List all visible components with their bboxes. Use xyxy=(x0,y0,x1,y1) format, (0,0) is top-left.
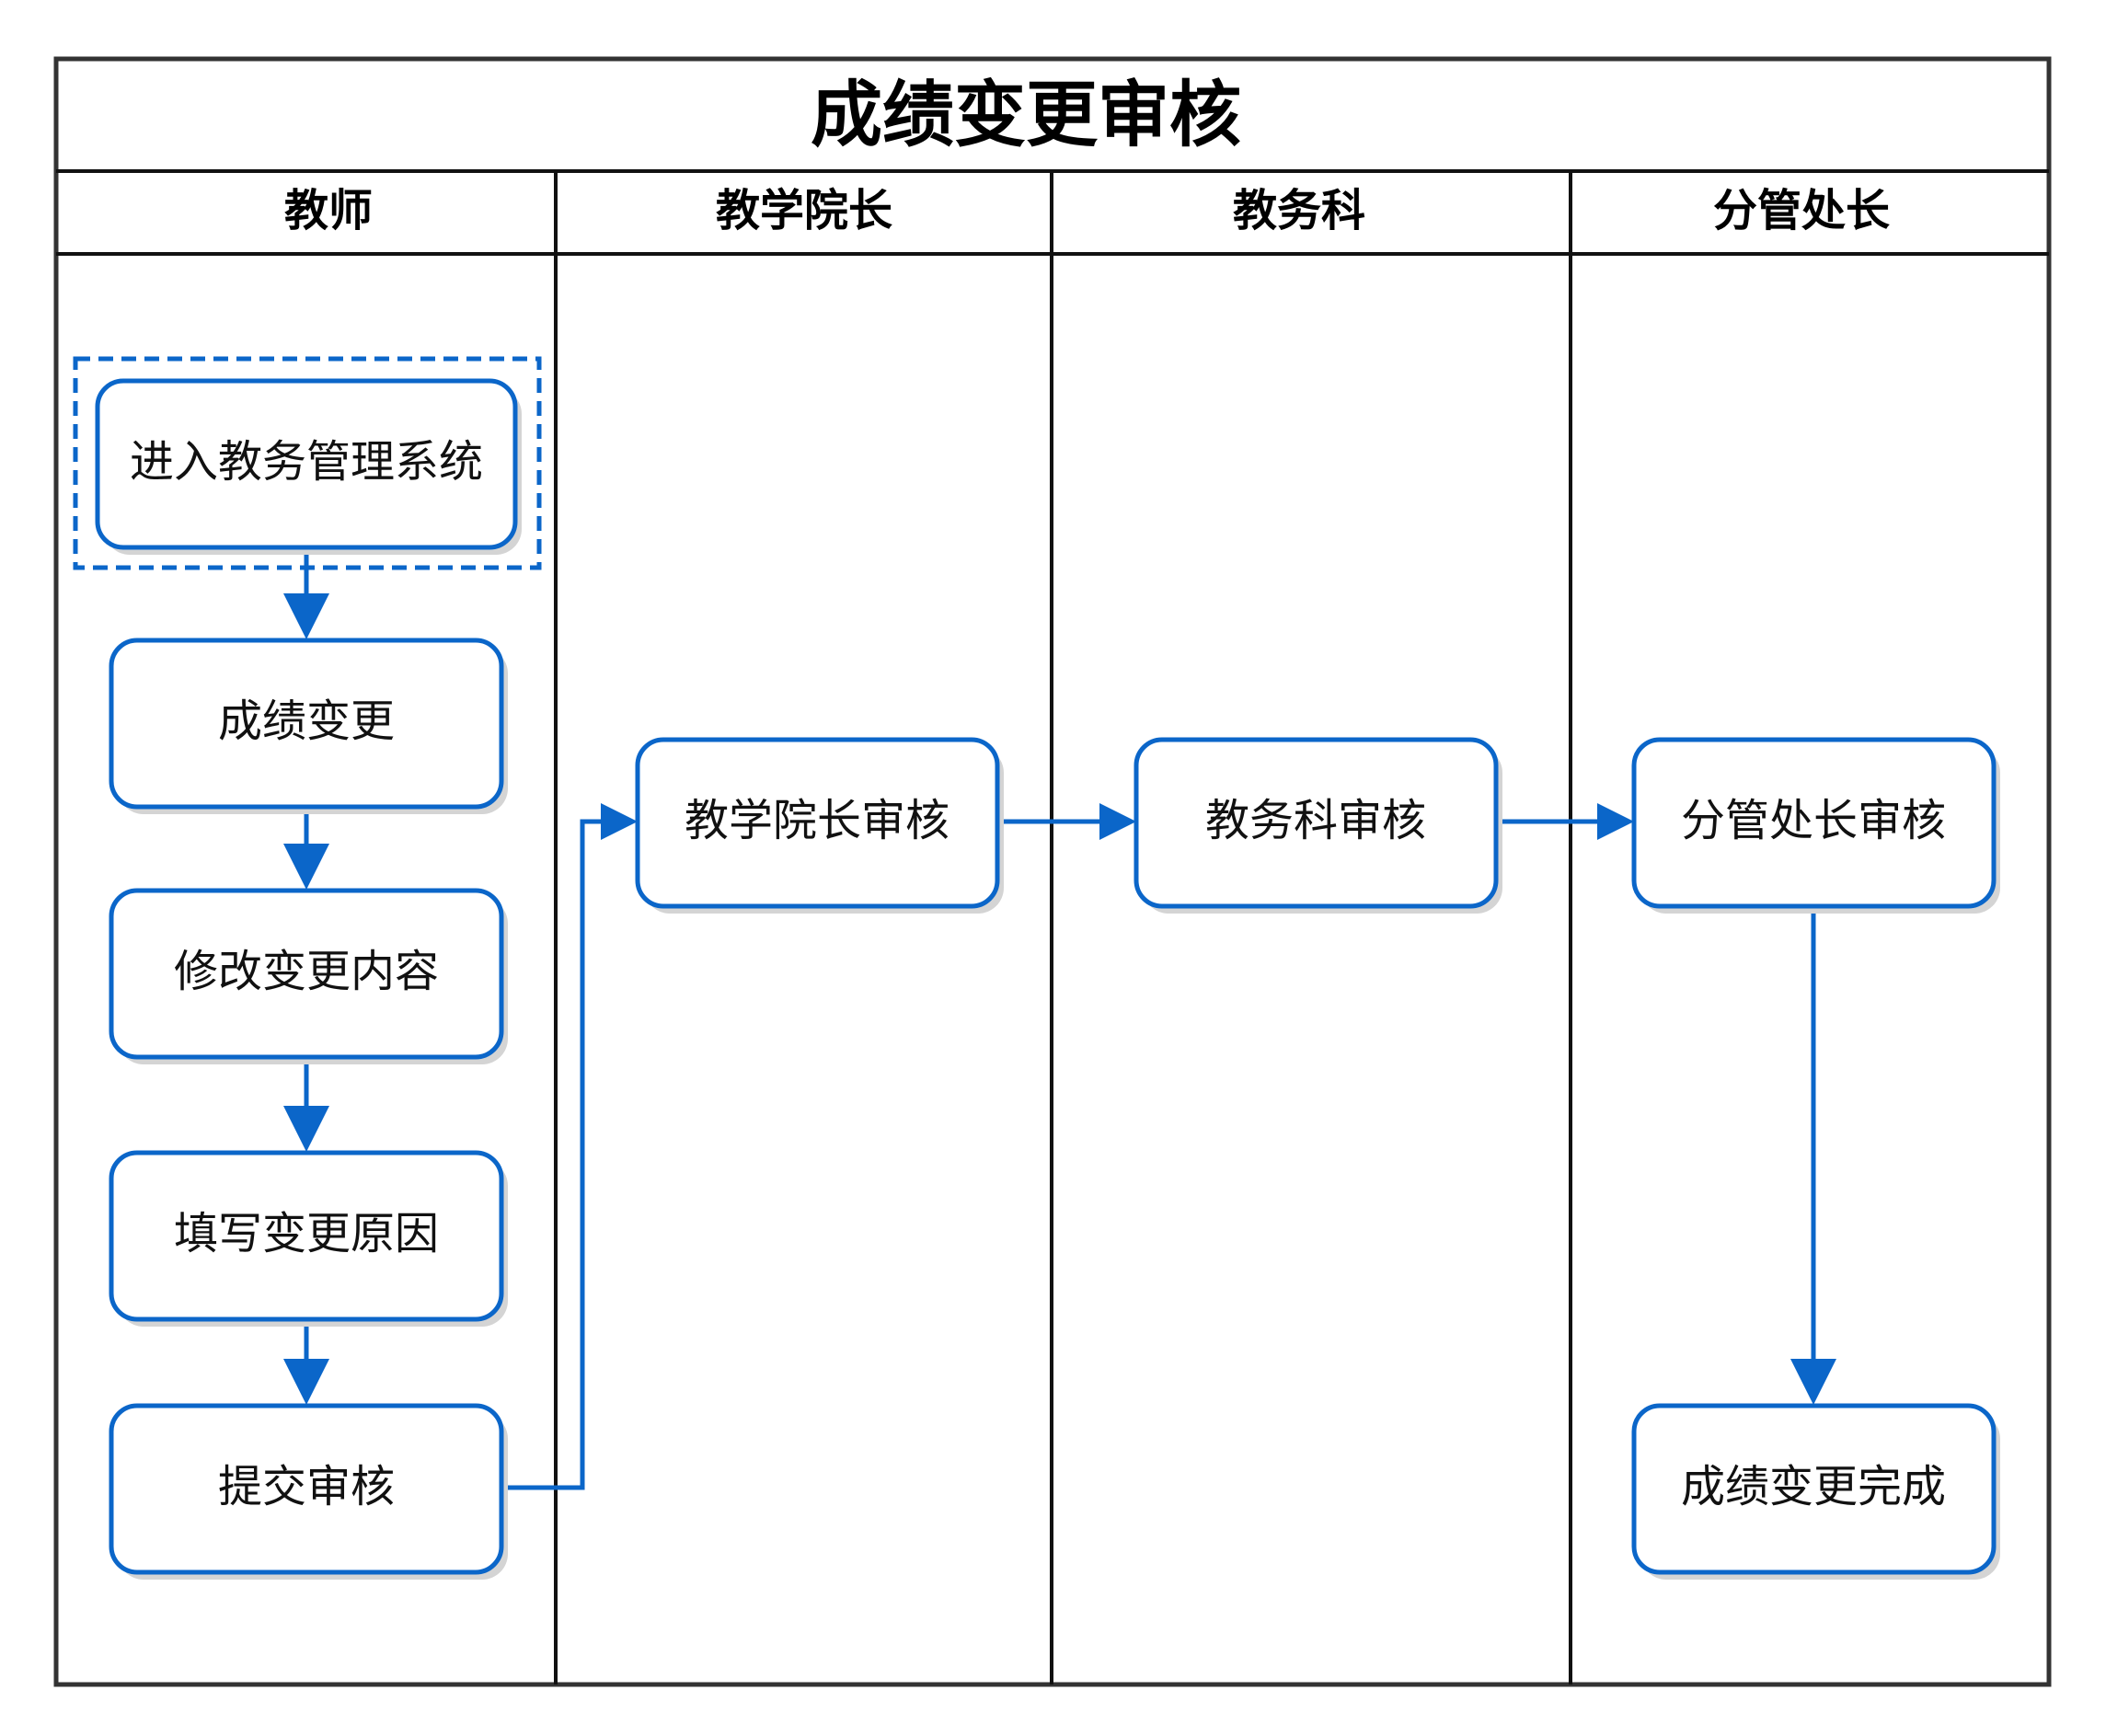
selection-outline xyxy=(73,356,542,570)
lane-header-director: 分管处长 xyxy=(1713,185,1890,236)
node-dean-review[interactable]: 教学院长审核 xyxy=(635,737,1004,914)
node-submit-review[interactable]: 提交审核 xyxy=(109,1403,508,1580)
node-change-complete[interactable]: 成绩变更完成 xyxy=(1631,1403,2000,1580)
diagram-title: 成绩变更审核 xyxy=(811,74,1241,156)
node-fill-reason[interactable]: 填写变更原因 xyxy=(109,1150,508,1327)
node-change-complete-label: 成绩变更完成 xyxy=(1681,1461,1946,1512)
node-dean-review-label: 教学院长审核 xyxy=(685,795,949,846)
edge-submit-to-dean xyxy=(501,803,638,1490)
node-enter-system-label: 进入教务管理系统 xyxy=(130,436,483,488)
node-submit-review-box xyxy=(109,1403,504,1575)
node-fill-reason-box xyxy=(109,1150,504,1322)
node-enter-system[interactable]: 进入教务管理系统 xyxy=(95,378,522,555)
node-change-complete-box xyxy=(1631,1403,1997,1575)
node-grade-change[interactable]: 成绩变更 xyxy=(109,638,508,814)
node-dean-review-box xyxy=(635,737,1000,909)
node-grade-change-label: 成绩变更 xyxy=(218,696,395,747)
node-modify-content-box xyxy=(109,888,504,1060)
node-enter-system-box xyxy=(95,378,518,550)
lane-header-teacher: 教师 xyxy=(284,185,373,236)
node-office-review-box xyxy=(1134,737,1499,909)
node-modify-content-label: 修改变更内容 xyxy=(174,946,439,997)
node-grade-change-box xyxy=(109,638,504,810)
node-fill-reason-label: 填写变更原因 xyxy=(174,1208,439,1259)
node-office-review[interactable]: 教务科审核 xyxy=(1134,737,1502,914)
node-modify-content[interactable]: 修改变更内容 xyxy=(109,888,508,1064)
node-submit-review-label: 提交审核 xyxy=(218,1461,395,1512)
node-director-review-label: 分管处长审核 xyxy=(1681,795,1946,846)
node-director-review[interactable]: 分管处长审核 xyxy=(1631,737,2000,914)
lane-header-academic-office: 教务科 xyxy=(1233,185,1365,236)
node-director-review-box xyxy=(1631,737,1997,909)
lane-header-dean: 教学院长 xyxy=(716,185,892,236)
node-office-review-label: 教务科审核 xyxy=(1205,795,1426,846)
